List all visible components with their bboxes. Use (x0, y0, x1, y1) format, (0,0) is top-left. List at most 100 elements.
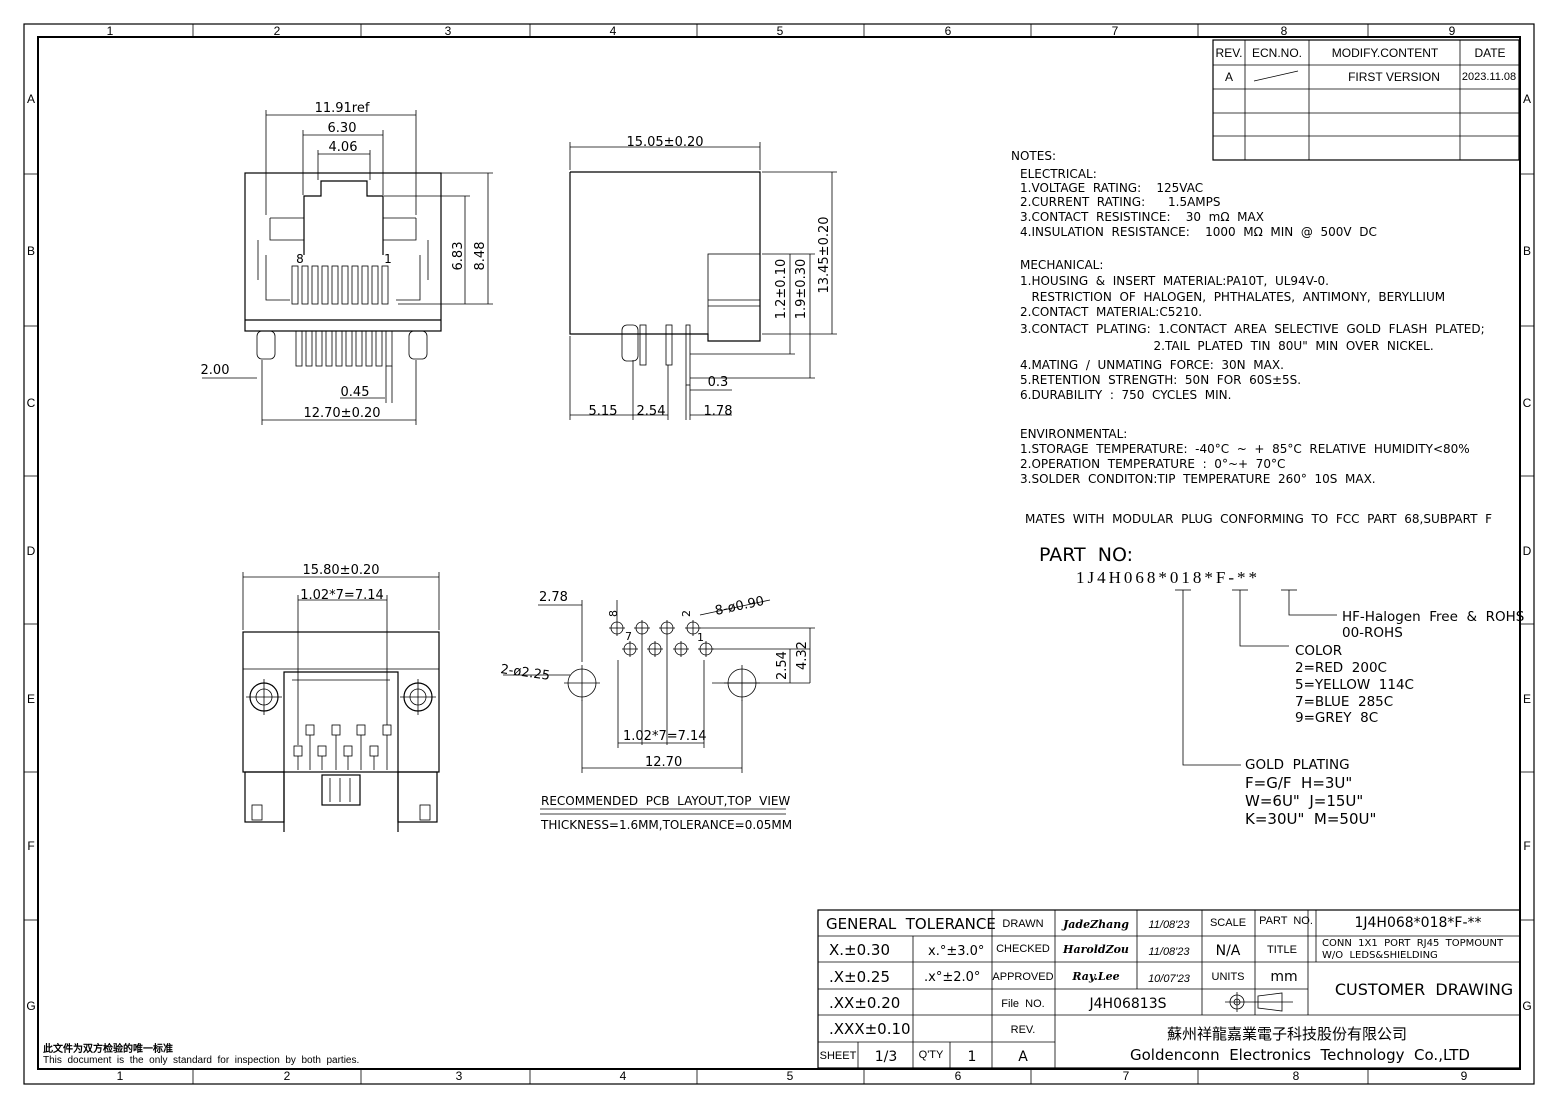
qty-value: 1 (968, 1049, 977, 1065)
note-line: 2.CURRENT RATING: 1.5AMPS (1020, 195, 1221, 209)
col-label-top: 3 (445, 24, 452, 38)
scale-label: SCALE (1210, 917, 1246, 929)
company-name-cn: 蘇州祥龍嘉業電子科技股份有限公司 (1167, 1026, 1407, 1043)
pin-number-label: 7 (625, 630, 632, 643)
ecn-header: ECN.NO. (1252, 46, 1302, 60)
dim-label: 2.54 (637, 404, 666, 419)
rev-header: REV. (1216, 46, 1243, 60)
col-label-bottom: 3 (456, 1069, 463, 1083)
dim-label: 8.48 (473, 242, 488, 271)
bottom-view: 15.80±0.20 1.02*7=7.14 (242, 563, 440, 832)
row-label-right: A (1523, 92, 1531, 106)
drawn-signature: JadeZhang (1061, 918, 1129, 931)
electrical-heading: ELECTRICAL: (1020, 167, 1097, 181)
rev-value: A (1225, 70, 1233, 84)
title-label: TITLE (1267, 944, 1297, 956)
col-label-bottom: 8 (1293, 1069, 1300, 1083)
note-line: 3.CONTACT PLATING: 1.CONTACT AREA SELECT… (1020, 322, 1485, 336)
pin-number-label: 8 (607, 610, 620, 617)
footer-statement: 此文件为双方检验的唯一标准 This document is the only … (43, 1042, 359, 1066)
note-line: 1.VOLTAGE RATING: 125VAC (1020, 181, 1203, 195)
notes-block: NOTES: ELECTRICAL: 1.VOLTAGE RATING: 125… (1011, 149, 1492, 526)
part-no-value: 1J4H068*018*F-** (1354, 915, 1481, 931)
dim-label: 5.15 (589, 404, 618, 419)
dim-label: 0.3 (708, 375, 729, 390)
row-label-right: F (1523, 839, 1530, 853)
row-label-left: F (27, 839, 34, 853)
pin-number-label: 2 (680, 610, 693, 617)
tolerance-angle: x.°±3.0° (928, 944, 984, 959)
pin-number-label: 1 (384, 252, 392, 266)
pcb-caption-subtitle: THICKNESS=1.6MM,TOLERANCE=0.05MM (540, 818, 792, 832)
row-label-right: B (1523, 244, 1531, 258)
drawn-date: 11/08'23 (1148, 919, 1190, 931)
note-line: 2.TAIL PLATED TIN 80U" MIN OVER NICKEL. (1020, 339, 1434, 353)
row-label-left: B (27, 244, 35, 258)
dim-label: 2.78 (539, 590, 568, 605)
part-no-header: PART NO. (1259, 915, 1313, 927)
col-label-bottom: 4 (620, 1069, 627, 1083)
sheet-value: 1/3 (875, 1049, 898, 1065)
note-line: 3.SOLDER CONDITON:TIP TEMPERATURE 260° 1… (1020, 472, 1376, 486)
side-view: 15.05±0.20 13.45±0.20 1.9±0.30 1.2±0.10 … (569, 135, 837, 420)
col-label-top: 1 (107, 24, 114, 38)
footer-cn: 此文件为双方检验的唯一标准 (43, 1042, 173, 1055)
checked-signature: HaroldZou (1062, 943, 1129, 956)
col-label-top: 6 (945, 24, 952, 38)
pcb-caption-title: RECOMMENDED PCB LAYOUT,TOP VIEW (541, 794, 790, 808)
footer-en: This document is the only standard for i… (43, 1055, 359, 1066)
general-tolerance-label: GENERAL TOLERANCE (826, 915, 996, 933)
tolerance-linear: .X±0.25 (829, 968, 890, 986)
dim-label: 15.80±0.20 (302, 563, 379, 578)
note-line: RESTRICTION OF HALOGEN, PHTHALATES, ANTI… (1020, 290, 1445, 304)
col-label-bottom: 9 (1461, 1069, 1468, 1083)
sheet-label: SHEET (820, 1050, 857, 1062)
date-header: DATE (1474, 46, 1505, 60)
dim-label: 12.70 (645, 755, 682, 770)
note-line: 2.CONTACT MATERIAL:C5210. (1020, 305, 1202, 319)
note-line: 6.DURABILITY : 750 CYCLES MIN. (1020, 388, 1231, 402)
environmental-heading: ENVIRONMENTAL: (1020, 427, 1127, 441)
units-value: mm (1270, 969, 1297, 985)
gold-option: F=G/F H=3U" (1245, 774, 1352, 792)
note-line: 3.CONTACT RESISTINCE: 30 mΩ MAX (1020, 210, 1264, 224)
dim-label: 1.02*7=7.14 (300, 588, 384, 603)
dim-label: 1.02*7=7.14 (623, 729, 707, 744)
dim-label: 2-ø2.25 (499, 662, 550, 684)
title-line-2: W/O LEDS&SHIELDING (1322, 950, 1438, 961)
scale-value: N/A (1216, 943, 1241, 959)
drawn-label: DRAWN (1002, 918, 1043, 930)
dim-label: 4.06 (329, 140, 358, 155)
revision-table: REV. ECN.NO. MODIFY.CONTENT DATE A FIRST… (1212, 39, 1520, 161)
color-option: 2=RED 200C (1295, 660, 1387, 676)
row-label-right: C (1523, 396, 1532, 410)
col-label-top: 9 (1449, 24, 1456, 38)
dim-label: 2.54 (775, 651, 790, 680)
note-line: 1.HOUSING & INSERT MATERIAL:PA10T, UL94V… (1020, 274, 1329, 288)
dim-label: 15.05±0.20 (626, 135, 703, 150)
col-label-top: 5 (777, 24, 784, 38)
note-line: 4.INSULATION RESISTANCE: 1000 MΩ MIN @ 5… (1020, 225, 1377, 239)
dim-label: 11.91ref (315, 101, 370, 116)
gold-option: W=6U" J=15U" (1245, 792, 1363, 810)
tolerance-linear: X.±0.30 (829, 941, 890, 959)
col-label-top: 7 (1112, 24, 1119, 38)
front-view: 11.91ref 6.30 4.06 6.83 8.48 8 1 2.00 0.… (201, 101, 493, 425)
mechanical-heading: MECHANICAL: (1020, 258, 1103, 272)
color-option: 5=YELLOW 114C (1295, 677, 1414, 693)
dim-label: 1.2±0.10 (774, 259, 789, 320)
col-label-bottom: 6 (955, 1069, 962, 1083)
approved-date: 10/07'23 (1148, 973, 1191, 985)
checked-label: CHECKED (996, 943, 1050, 955)
halogen-line: 00-ROHS (1342, 625, 1403, 641)
gold-heading: GOLD PLATING (1245, 757, 1350, 773)
row-label-left: C (27, 396, 36, 410)
dim-label: 4.32 (795, 641, 810, 670)
date-value: 2023.11.08 (1462, 71, 1516, 83)
dim-label: 1.78 (704, 404, 733, 419)
pcb-layout-view: 2.78 8-ø0.90 8 2 1 7 2-ø2.25 2.54 4.32 1… (499, 590, 815, 832)
tolerance-linear: .XX±0.20 (829, 994, 900, 1012)
row-label-left: D (27, 544, 36, 558)
pin-number-label: 1 (697, 631, 704, 644)
